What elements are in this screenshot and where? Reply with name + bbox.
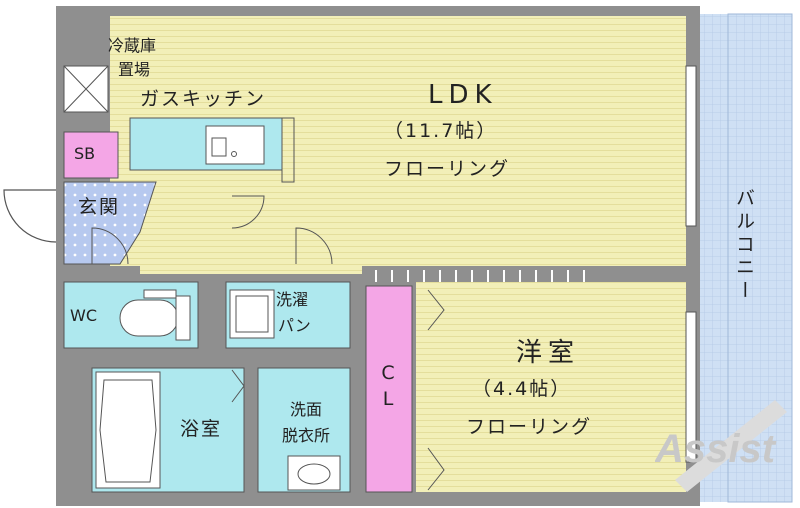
- bathtub-icon: [95, 371, 161, 489]
- washer-label-line1: 洗濯: [276, 290, 309, 309]
- shoe-box: [63, 131, 119, 179]
- wc-label: WC: [70, 306, 97, 325]
- washer-pan-icon: [229, 289, 275, 339]
- sink-icon: [205, 125, 265, 165]
- washbasin-icon: [287, 455, 341, 491]
- western-room-size: （4.4帖）: [472, 378, 572, 400]
- closet: [365, 285, 413, 493]
- kitchen-label: ガスキッチン: [140, 88, 267, 110]
- washer-label-line2: パン: [278, 316, 311, 335]
- sb-label: SB: [74, 144, 96, 163]
- toilet-icon: [119, 299, 179, 337]
- entrance-floor: [63, 181, 157, 265]
- western-room-floor: [416, 282, 686, 492]
- washroom-label-line2: 脱衣所: [282, 426, 331, 445]
- balcony-area: [700, 14, 792, 502]
- assist-logo: Assist: [655, 400, 787, 492]
- bath-label: 浴室: [180, 418, 223, 440]
- ldk-size: （11.7帖）: [384, 120, 498, 142]
- ldk-name: LDK: [428, 80, 498, 110]
- western-room-name: 洋室: [516, 338, 581, 368]
- closet-label: CL: [377, 362, 399, 414]
- washroom-label-line1: 洗面: [290, 400, 323, 419]
- ldk-floor-type: フローリング: [384, 158, 511, 180]
- western-room-floor-type: フローリング: [466, 416, 593, 438]
- entrance-label: 玄関: [78, 196, 121, 218]
- fridge-label-line2: 置場: [118, 60, 151, 79]
- fridge-label-line1: 冷蔵庫: [108, 36, 157, 55]
- logo-text: Assist: [655, 427, 777, 471]
- entrance-door-arc: [3, 189, 57, 243]
- balcony-label: バルコニー: [733, 188, 755, 303]
